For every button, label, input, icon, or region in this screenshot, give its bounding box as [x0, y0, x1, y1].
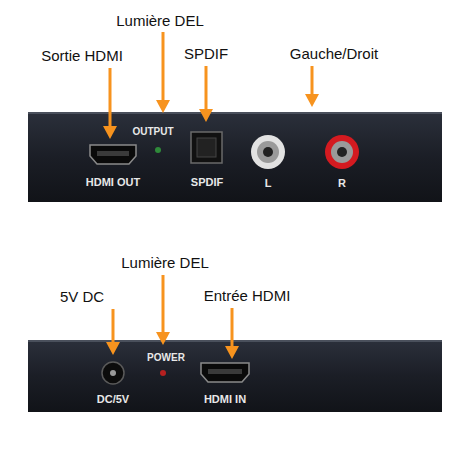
dc-jack-pin	[110, 370, 116, 376]
led-green	[155, 147, 161, 153]
leader-line	[205, 66, 208, 111]
dc-jack	[102, 362, 124, 384]
panel-marking: DC/5V	[97, 393, 129, 405]
arrow-head	[156, 332, 170, 345]
arrow-head	[199, 109, 213, 122]
leader-line	[109, 68, 112, 128]
rca-left	[251, 135, 285, 169]
leader-line	[112, 309, 115, 344]
panel-marking: OUTPUT	[132, 126, 173, 137]
callout-label: SPDIF	[184, 46, 228, 63]
spdif-port	[191, 132, 222, 163]
input-panel	[28, 340, 442, 412]
panel-marking: POWER	[147, 352, 185, 363]
callout-label: Entrée HDMI	[204, 288, 291, 305]
rca-right	[325, 135, 359, 169]
panel-marking: HDMI IN	[204, 393, 246, 405]
callout-label: Sortie HDMI	[41, 48, 123, 65]
rca-right-hole	[337, 147, 347, 157]
hdmi-port	[201, 363, 249, 382]
hdmi-port-tongue	[97, 151, 129, 156]
output-panel	[28, 112, 442, 202]
callout-label: Gauche/Droit	[290, 46, 378, 63]
panel-edge	[28, 340, 442, 342]
leader-line	[311, 66, 314, 96]
arrow-head	[225, 346, 239, 359]
spdif-port-inner	[197, 138, 216, 157]
rca-left-hole	[263, 147, 273, 157]
arrow-head	[305, 94, 319, 107]
callout-label: Lumière DEL	[121, 255, 209, 272]
panel-marking: R	[338, 177, 346, 189]
panel-marking: L	[265, 177, 272, 189]
panel-marking: HDMI OUT	[86, 176, 140, 188]
rca-right-ring	[331, 141, 353, 163]
led-red	[160, 370, 166, 376]
hdmi-port-tongue	[208, 369, 242, 374]
panel-marking: SPDIF	[191, 176, 223, 188]
leader-line	[231, 308, 234, 348]
panel-edge	[28, 112, 442, 114]
leader-line	[162, 32, 165, 102]
arrow-head	[156, 100, 170, 113]
leader-line	[162, 275, 165, 334]
leader-arrows	[103, 32, 319, 359]
callout-label: Lumière DEL	[116, 13, 204, 30]
arrow-head	[103, 126, 117, 139]
arrow-head	[106, 342, 120, 355]
callout-label: 5V DC	[60, 289, 104, 306]
rca-left-ring	[257, 141, 279, 163]
hdmi-port	[90, 145, 136, 164]
